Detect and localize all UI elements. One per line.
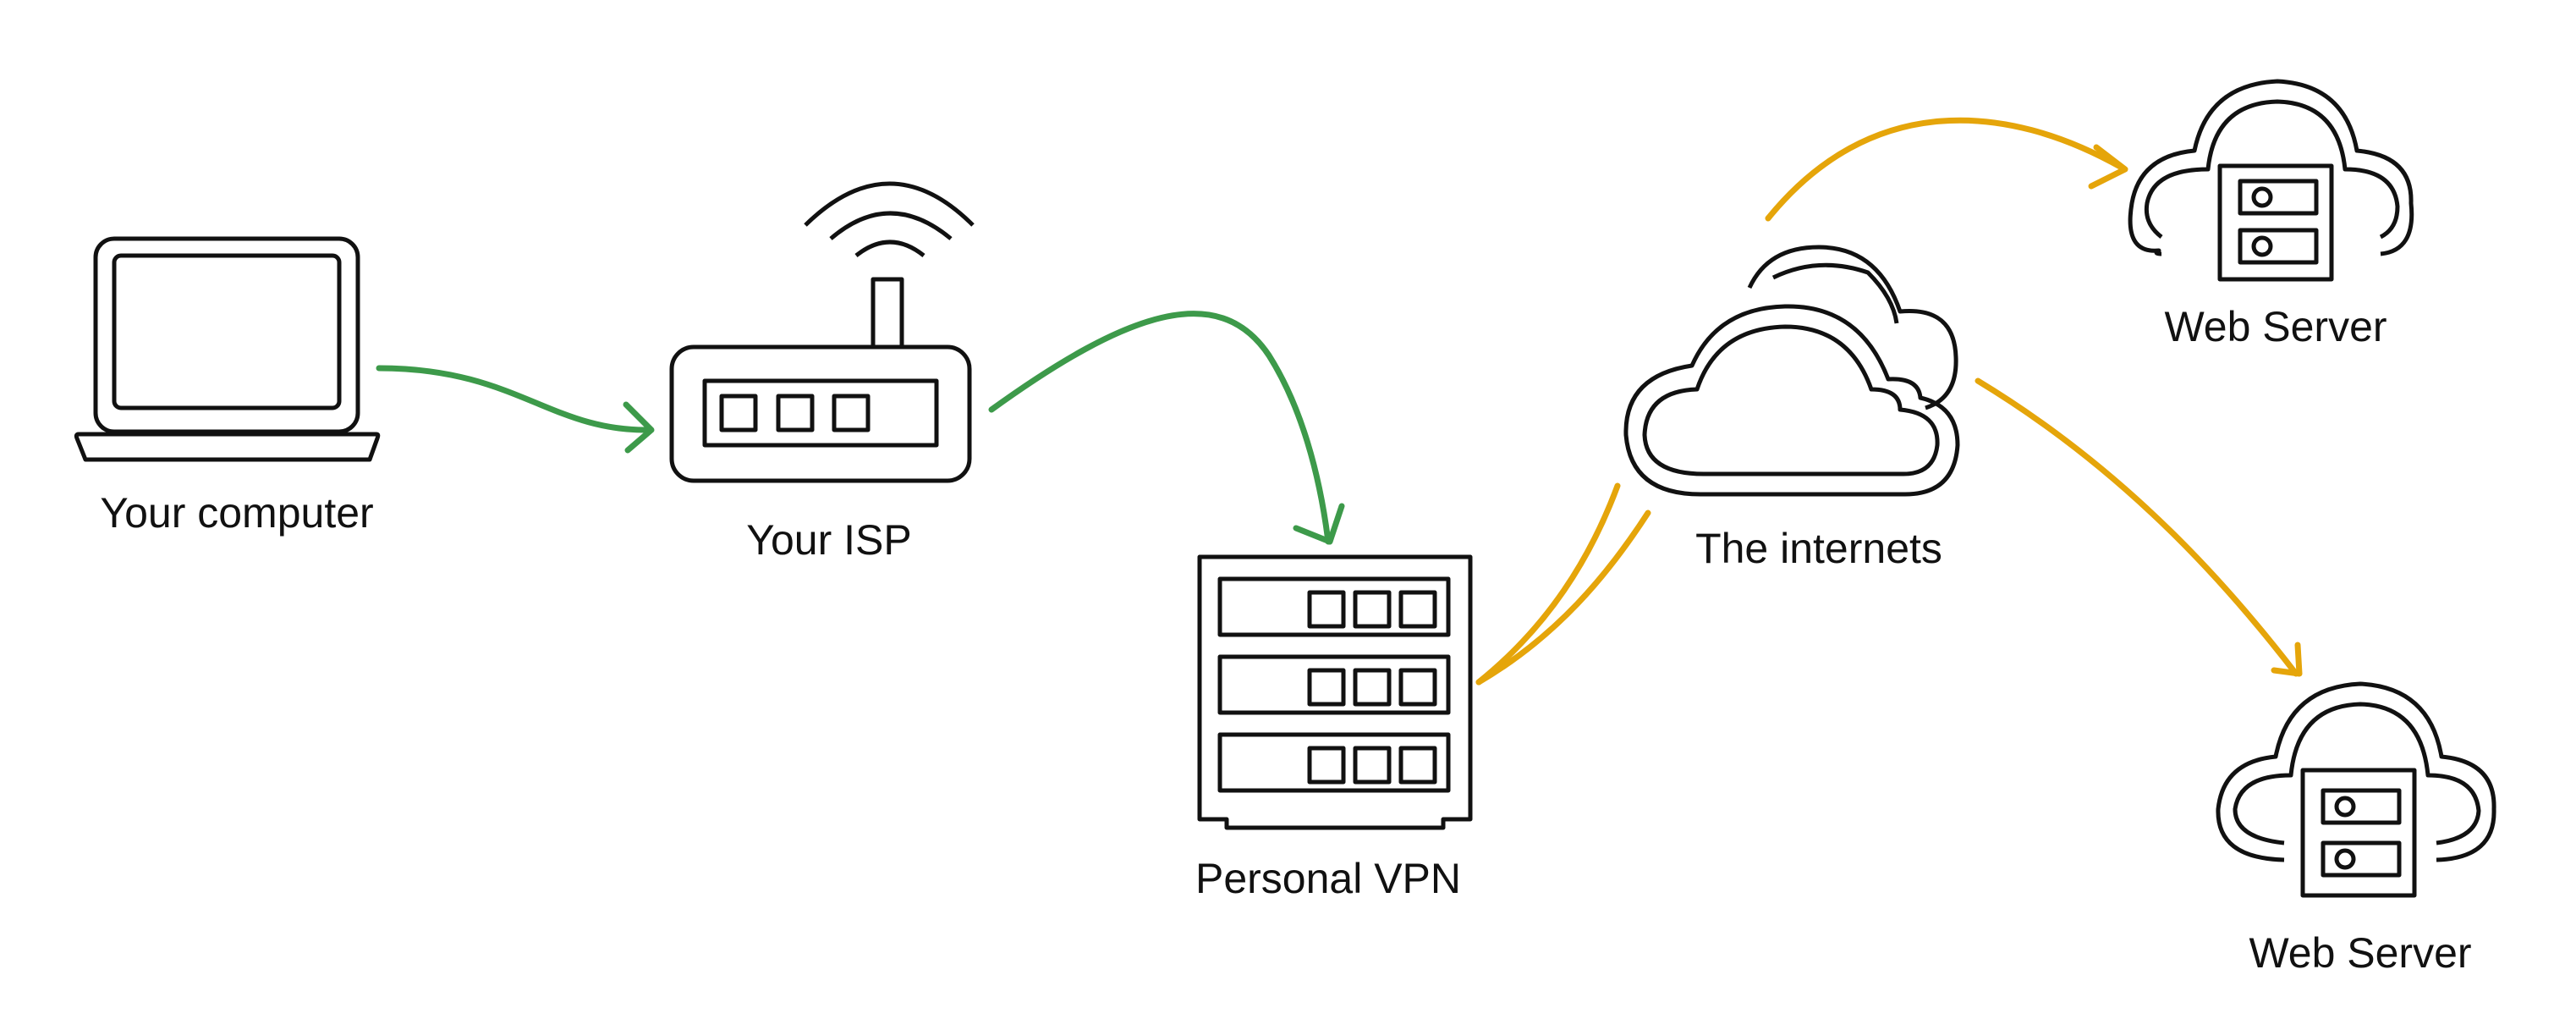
arrow-internet-to-web1 xyxy=(1765,117,2128,222)
laptop-icon xyxy=(74,236,381,462)
wifi-signal-icon xyxy=(804,181,975,257)
server-rack-icon xyxy=(1197,554,1473,830)
cloud-icon xyxy=(1623,245,1960,497)
node-label-computer: Your computer xyxy=(100,489,373,537)
arrow-vpn-to-internet xyxy=(1475,482,1651,686)
router-icon xyxy=(669,181,975,483)
arrow-internet-to-web2 xyxy=(1975,377,2303,677)
arrow-computer-to-isp xyxy=(376,365,655,454)
node-label-web1: Web Server xyxy=(2164,303,2387,350)
node-label-internet: The internets xyxy=(1695,525,1942,572)
node-label-isp: Your ISP xyxy=(746,516,912,564)
cloud-server-icon xyxy=(2216,681,2496,898)
arrow-isp-to-vpn xyxy=(988,311,1345,545)
cloud-server-icon xyxy=(2128,79,2414,282)
node-label-vpn: Personal VPN xyxy=(1195,855,1461,902)
node-label-web2: Web Server xyxy=(2249,929,2471,977)
